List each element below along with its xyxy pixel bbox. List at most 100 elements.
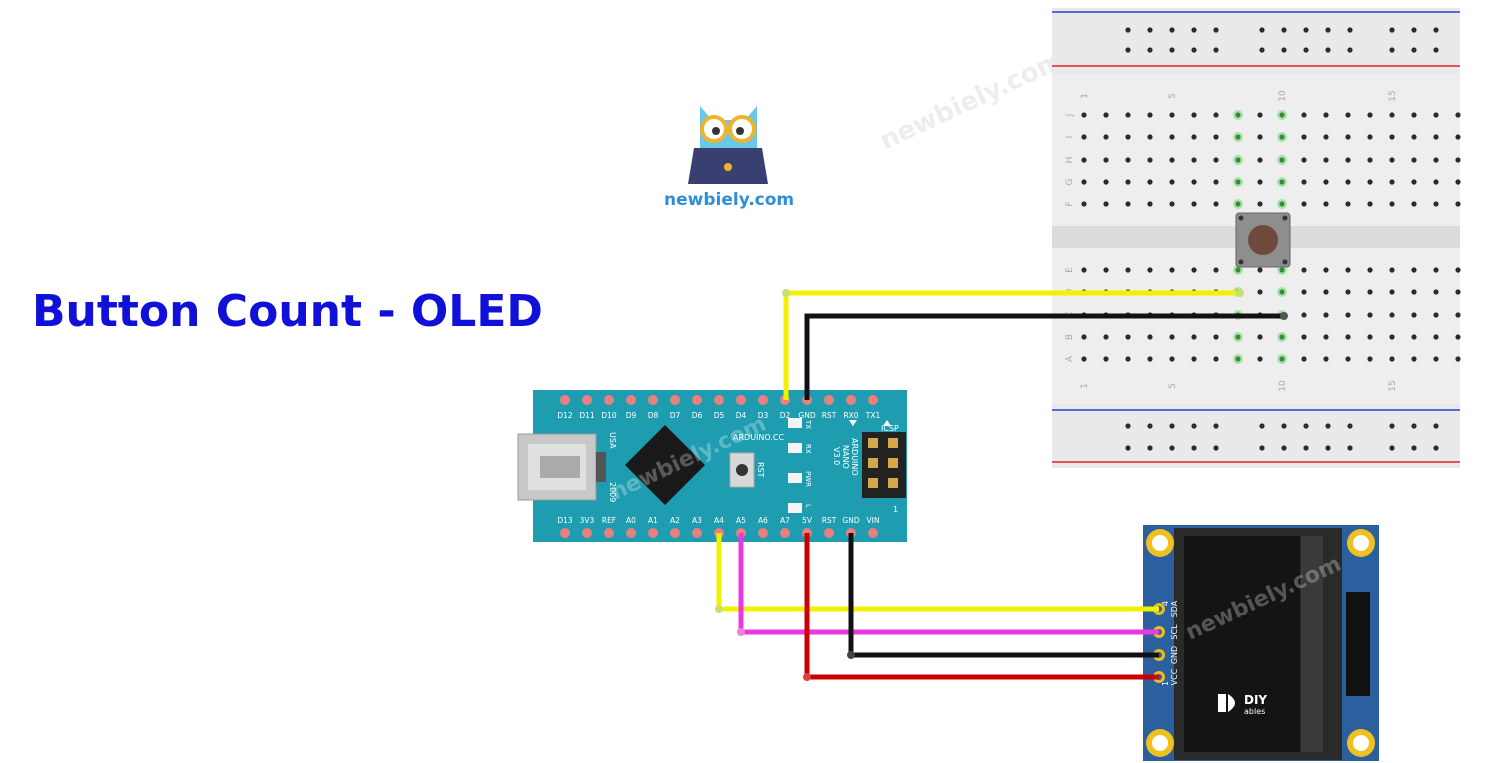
power-rail-hole: [1259, 423, 1265, 429]
nano-pin-bottom: [758, 528, 768, 538]
breadboard-row-label: A: [1065, 355, 1075, 362]
owl-logo-icon: [688, 106, 768, 184]
breadboard-hole: [1433, 356, 1439, 362]
breadboard-hole: [1147, 134, 1153, 140]
breadboard-hole: [1411, 289, 1417, 295]
breadboard-hole: [1257, 201, 1263, 207]
breadboard-hole: [1345, 157, 1351, 163]
nano-pin-top: [604, 395, 614, 405]
nano-pin-top: [868, 395, 878, 405]
breadboard-hole: [1301, 134, 1307, 140]
power-rail-hole: [1147, 423, 1153, 429]
breadboard-hole: [1367, 334, 1373, 340]
nano-pin-top: [736, 395, 746, 405]
breadboard-hole: [1411, 267, 1417, 273]
breadboard-hole: [1235, 334, 1241, 340]
oled-pin-label: VCC: [1170, 668, 1179, 685]
breadboard-col-label-bottom: 10: [1278, 380, 1288, 392]
breadboard-hole: [1367, 134, 1373, 140]
breadboard-hole: [1433, 312, 1439, 318]
nano-pin-bottom: [824, 528, 834, 538]
nano-icsp-label: ICSP: [881, 424, 899, 433]
power-rail-hole: [1347, 445, 1353, 451]
breadboard-hole: [1389, 356, 1395, 362]
oled-pin-label: SCL: [1170, 624, 1179, 640]
breadboard-hole: [1169, 267, 1175, 273]
power-rail-hole: [1411, 445, 1417, 451]
breadboard-hole: [1191, 179, 1197, 185]
nano-pin-label: D7: [670, 411, 681, 420]
nano-pin-bottom: [560, 528, 570, 538]
breadboard-hole: [1213, 179, 1219, 185]
power-rail-hole: [1191, 445, 1197, 451]
breadboard-hole: [1433, 157, 1439, 163]
power-rail-hole: [1347, 27, 1353, 33]
breadboard-hole: [1147, 356, 1153, 362]
breadboard-row-label: H: [1065, 157, 1075, 164]
breadboard-hole: [1367, 289, 1373, 295]
power-rail-hole: [1281, 445, 1287, 451]
breadboard-hole: [1367, 267, 1373, 273]
power-rail-hole: [1433, 27, 1439, 33]
power-rail-hole: [1281, 423, 1287, 429]
nano-pin-label: 5V: [802, 516, 813, 525]
power-rail-hole: [1125, 445, 1131, 451]
power-rail-hole: [1325, 47, 1331, 53]
breadboard-hole: [1191, 267, 1197, 273]
breadboard-hole: [1455, 157, 1461, 163]
nano-pin-label: A5: [736, 516, 746, 525]
breadboard-hole: [1367, 157, 1373, 163]
breadboard-hole: [1279, 134, 1285, 140]
breadboard-hole: [1191, 334, 1197, 340]
power-rail-hole: [1169, 47, 1175, 53]
breadboard-hole: [1169, 334, 1175, 340]
breadboard-hole: [1389, 334, 1395, 340]
breadboard-hole: [1103, 334, 1109, 340]
oled-pin-label: GND: [1170, 646, 1179, 664]
nano-name-line1: ARDUINO: [850, 438, 859, 476]
nano-pin-label: D11: [579, 411, 595, 420]
breadboard-hole: [1411, 134, 1417, 140]
breadboard-hole: [1279, 179, 1285, 185]
power-rail-hole: [1433, 47, 1439, 53]
power-rail-hole: [1303, 423, 1309, 429]
oled-logo-line1: DIY: [1244, 693, 1267, 707]
breadboard-hole: [1235, 201, 1241, 207]
breadboard-hole: [1147, 112, 1153, 118]
nano-pin-label: TX1: [865, 411, 881, 420]
breadboard-hole: [1125, 112, 1131, 118]
breadboard-hole: [1125, 201, 1131, 207]
breadboard-hole: [1103, 356, 1109, 362]
breadboard-hole: [1279, 267, 1285, 273]
breadboard-hole: [1213, 112, 1219, 118]
breadboard-hole: [1191, 157, 1197, 163]
breadboard-hole: [1147, 179, 1153, 185]
breadboard-hole: [1433, 179, 1439, 185]
breadboard-hole: [1103, 267, 1109, 273]
breadboard-hole: [1125, 334, 1131, 340]
breadboard-hole: [1323, 157, 1329, 163]
oled-pin-number-bottom: 1: [1161, 681, 1170, 686]
nano-pin-label: GND: [798, 411, 815, 420]
breadboard-hole: [1455, 356, 1461, 362]
nano-pin-top: [846, 395, 856, 405]
breadboard-hole: [1213, 267, 1219, 273]
breadboard-hole: [1235, 267, 1241, 273]
breadboard-hole: [1103, 201, 1109, 207]
nano-pin-top: [582, 395, 592, 405]
breadboard-hole: [1191, 201, 1197, 207]
power-rail-hole: [1213, 27, 1219, 33]
breadboard-hole: [1257, 267, 1263, 273]
push-button[interactable]: [1235, 212, 1291, 268]
power-rail-hole: [1259, 27, 1265, 33]
power-rail-hole: [1303, 27, 1309, 33]
nano-led-rx: RX: [804, 444, 812, 454]
nano-pin-bottom: [604, 528, 614, 538]
nano-led-tx: TX: [804, 419, 812, 429]
breadboard-hole: [1411, 312, 1417, 318]
power-rail-hole: [1191, 27, 1197, 33]
breadboard-hole: [1257, 134, 1263, 140]
breadboard-hole: [1323, 289, 1329, 295]
power-rail-hole: [1347, 47, 1353, 53]
